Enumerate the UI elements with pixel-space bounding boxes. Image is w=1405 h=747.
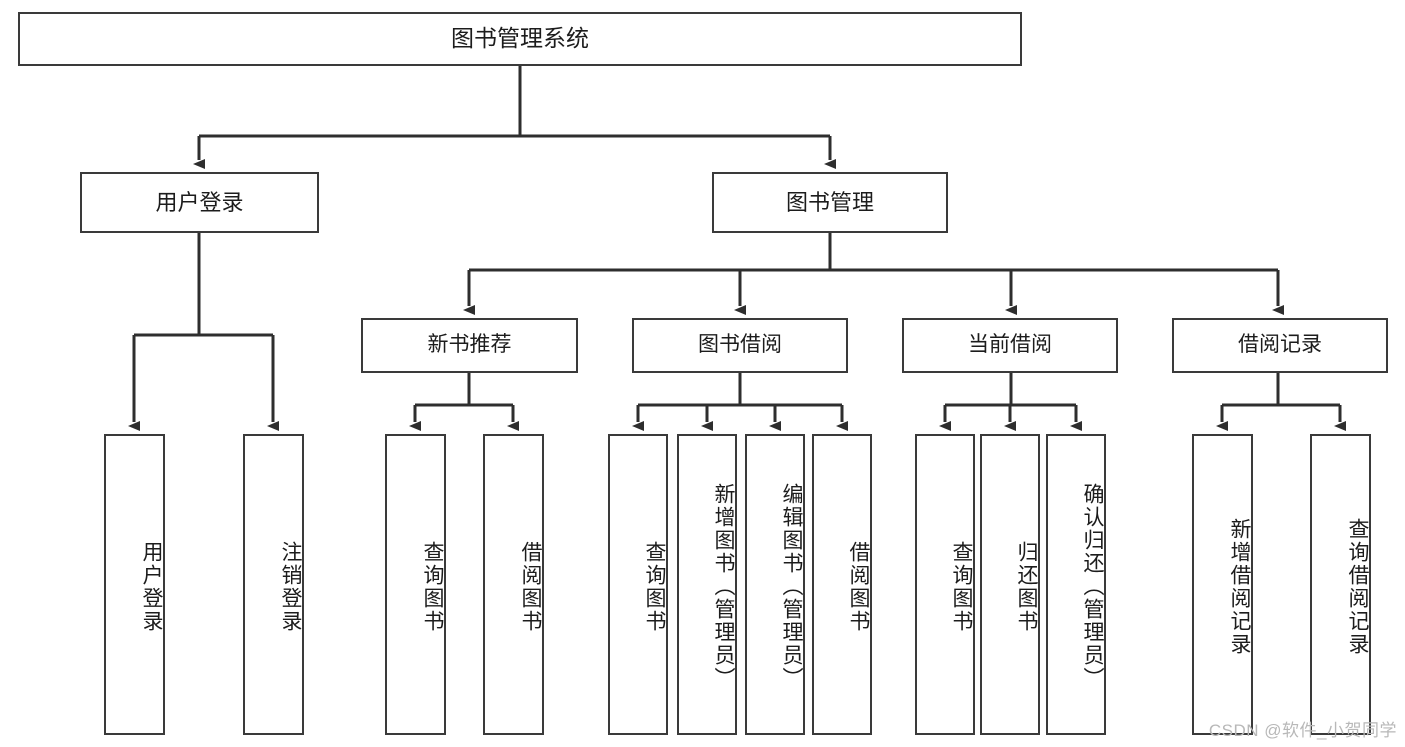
- node-book-management-label: 图书管理: [785, 189, 874, 215]
- node-new-book-recommend-label: 新书推荐: [427, 333, 512, 357]
- node-user-login-label: 用户登录: [155, 189, 244, 215]
- node-current-borrow[interactable]: 当前借阅: [902, 318, 1118, 373]
- node-current-borrow-label: 当前借阅: [968, 333, 1052, 357]
- node-leaf-add-book[interactable]: 新增图书（管理员）: [677, 434, 737, 735]
- node-leaf-borrow-book-1-label: 借阅图书: [519, 540, 542, 633]
- watermark: CSDN @软件_小贺同学: [1208, 721, 1397, 740]
- node-leaf-confirm-return[interactable]: 确认归还（管理员）: [1046, 434, 1106, 735]
- node-leaf-query-borrow-record[interactable]: 查询借阅记录: [1310, 434, 1371, 735]
- node-borrow-record[interactable]: 借阅记录: [1172, 318, 1388, 373]
- node-leaf-query-borrow-record-label: 查询借阅记录: [1346, 517, 1369, 656]
- node-leaf-query-book-2-label: 查询图书: [643, 540, 666, 633]
- node-root-label: 图书管理系统: [451, 25, 589, 52]
- node-leaf-borrow-book-1[interactable]: 借阅图书: [483, 434, 544, 735]
- node-leaf-add-book-label: 新增图书（管理员）: [712, 483, 735, 690]
- node-leaf-confirm-return-label: 确认归还（管理员）: [1081, 483, 1104, 690]
- node-leaf-user-login[interactable]: 用户登录: [104, 434, 165, 735]
- node-leaf-query-book-2[interactable]: 查询图书: [608, 434, 668, 735]
- node-book-borrow-label: 图书借阅: [698, 333, 782, 357]
- node-leaf-logout[interactable]: 注销登录: [243, 434, 304, 735]
- node-leaf-borrow-book-2[interactable]: 借阅图书: [812, 434, 872, 735]
- node-leaf-query-book-3[interactable]: 查询图书: [915, 434, 975, 735]
- node-leaf-borrow-book-2-label: 借阅图书: [847, 540, 870, 633]
- node-new-book-recommend[interactable]: 新书推荐: [361, 318, 578, 373]
- node-leaf-add-borrow-record-label: 新增借阅记录: [1228, 517, 1251, 656]
- node-leaf-query-book-1-label: 查询图书: [421, 540, 444, 633]
- node-leaf-edit-book-label: 编辑图书（管理员）: [780, 483, 803, 690]
- node-leaf-add-borrow-record[interactable]: 新增借阅记录: [1192, 434, 1253, 735]
- node-book-borrow[interactable]: 图书借阅: [632, 318, 848, 373]
- node-root[interactable]: 图书管理系统: [18, 12, 1022, 66]
- node-leaf-query-book-1[interactable]: 查询图书: [385, 434, 446, 735]
- node-leaf-return-book[interactable]: 归还图书: [980, 434, 1040, 735]
- node-borrow-record-label: 借阅记录: [1238, 333, 1322, 357]
- node-book-management[interactable]: 图书管理: [712, 172, 948, 233]
- node-leaf-edit-book[interactable]: 编辑图书（管理员）: [745, 434, 805, 735]
- node-leaf-logout-label: 注销登录: [279, 540, 302, 633]
- node-leaf-query-book-3-label: 查询图书: [950, 540, 973, 633]
- node-leaf-user-login-label: 用户登录: [140, 540, 163, 633]
- node-user-login[interactable]: 用户登录: [80, 172, 319, 233]
- node-leaf-return-book-label: 归还图书: [1015, 540, 1038, 633]
